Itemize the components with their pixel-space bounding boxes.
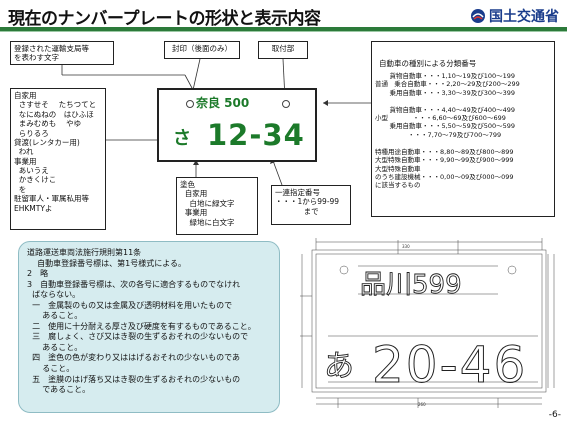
callout-classification: 自動車の種別による分類番号 貨物自動車・・・1,10～19及び100～199 普… <box>371 41 555 217</box>
law-line: 3 自動車登録番号標は、次の各号に適合するものでなけれ <box>27 279 241 289</box>
mlit-logo-icon <box>471 9 485 23</box>
ministry-logo: 国土交通省 <box>470 6 559 26</box>
plate-region-text: 奈良 500 <box>196 96 250 110</box>
law-line: あること。 <box>27 311 83 321</box>
plate-number: 12-34 <box>207 118 305 152</box>
callout-office-text: 登録された運輸支局等 を表わす文字 <box>10 41 114 65</box>
ministry-name: 国土交通省 <box>489 9 559 25</box>
header-divider <box>0 27 567 31</box>
law-line: 道路運送車両法施行規則第11条 <box>27 248 142 257</box>
callout-seal: 封印（後面のみ） <box>164 41 240 59</box>
law-line: 五 塗膜のはげ落ち又はき裂の生ずるおそれの少ないもの <box>27 374 241 384</box>
svg-text:330: 330 <box>402 244 410 249</box>
drawing-top-text: 品川599 <box>360 270 462 300</box>
law-line: あること。 <box>27 342 83 352</box>
law-line: 三 腐しょく、さび又はき裂の生ずるおそれの少ないもので <box>27 332 249 342</box>
classification-body: 貨物自動車・・・1,10～19及び100～199 普通 乗合自動車・・・2,20… <box>375 71 520 190</box>
law-line: 2 略 <box>27 269 49 279</box>
law-line: 一 金属製のもの又は金属及び透明材料を用いたもので <box>27 300 233 310</box>
header-divider-thin <box>0 31 567 32</box>
callout-kana-classes: 自家用 さすせそ たちつてと なにぬねの はひふほ まみむめも やゆ らりるろ … <box>10 88 106 230</box>
law-line: 自動車登録番号標は、第1号様式による。 <box>27 258 187 268</box>
regulation-text-box: 道路運送車両法施行規則第11条 自動車登録番号標は、第1号様式による。 2 略 … <box>18 241 280 413</box>
license-plate: 奈良 500 さ 12-34 <box>157 88 317 162</box>
law-line: であること。 <box>27 385 91 395</box>
mount-hole-icon <box>282 100 290 108</box>
callout-mount: 取付部 <box>258 41 308 59</box>
law-line: 四 塗色の色が変わり又ははげるおそれの少ないものであ <box>27 353 241 363</box>
seal-hole-icon <box>186 100 194 108</box>
drawing-kana: あ <box>324 349 354 384</box>
svg-text:260: 260 <box>418 402 426 407</box>
law-line: 二 使用に十分耐える厚さ及び硬度を有するものであること。 <box>27 321 256 331</box>
plate-kana: さ <box>173 128 191 149</box>
page-number: -6- <box>548 410 561 420</box>
page-title: 現在のナンバープレートの形状と表示内容 <box>8 9 321 29</box>
plate-technical-drawing: 330 260 品川599 あ 20-46 <box>300 238 555 408</box>
law-line: ばならない。 <box>27 290 81 300</box>
callout-serial: 一連指定番号 ・・・1から99-99 まで <box>271 185 351 225</box>
law-line: ること。 <box>27 364 75 374</box>
callout-color: 塗色 自家用 白地に緑文字 事業用 緑地に白文字 <box>176 177 258 235</box>
classification-heading: 自動車の種別による分類番号 <box>379 59 477 69</box>
drawing-number: 20-46 <box>372 336 527 394</box>
